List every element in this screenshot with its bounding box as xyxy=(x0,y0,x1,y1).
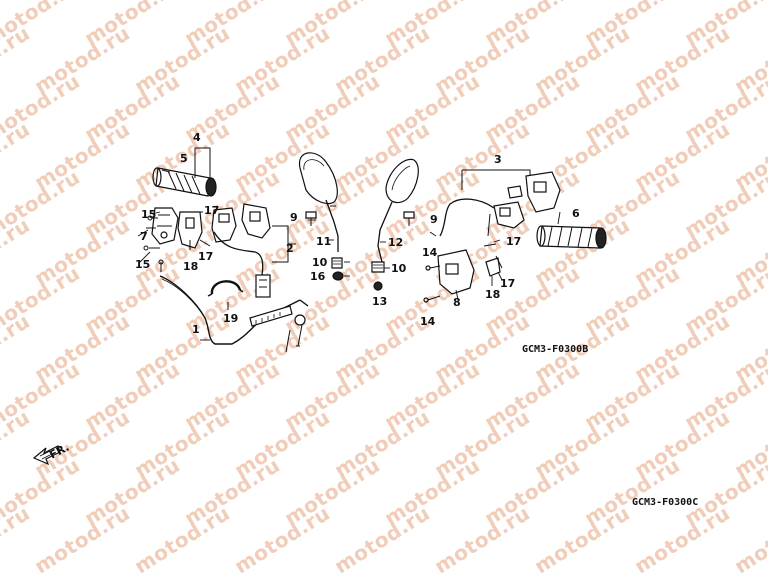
left-switch-assembly xyxy=(177,203,271,249)
callout-18: 18 xyxy=(183,260,198,273)
callout-6: 6 xyxy=(572,207,580,220)
callout-17: 17 xyxy=(198,250,213,263)
left-grip xyxy=(152,167,217,197)
callout-10: 10 xyxy=(312,256,328,269)
callout-9: 9 xyxy=(290,211,298,224)
callout-16: 16 xyxy=(310,270,326,283)
right-mirror xyxy=(377,158,419,263)
callout-10: 10 xyxy=(391,262,407,275)
callout-17: 17 xyxy=(506,235,521,248)
callout-9: 9 xyxy=(430,213,438,226)
callout-15: 15 xyxy=(141,208,156,221)
left-switch-housing-lower xyxy=(151,207,179,245)
right-switch-lower xyxy=(437,249,475,295)
callout-14: 14 xyxy=(420,315,436,328)
left-screws xyxy=(143,215,164,272)
diagram-code-2: GCM3-F0300C xyxy=(632,497,698,508)
callout-19: 19 xyxy=(223,312,238,325)
front-label: FR. xyxy=(47,441,71,462)
callout-15: 15 xyxy=(135,258,150,271)
callout-17: 17 xyxy=(500,277,515,290)
right-grip xyxy=(536,225,607,249)
callout-13: 13 xyxy=(372,295,387,308)
callout-7: 7 xyxy=(140,230,148,243)
right-switch-housing xyxy=(493,171,561,229)
callout-17: 17 xyxy=(204,204,219,217)
callout-12: 12 xyxy=(388,236,403,249)
callout-5: 5 xyxy=(180,152,188,165)
callout-2: 2 xyxy=(286,242,294,255)
callout-3: 3 xyxy=(494,153,502,166)
callout-1: 1 xyxy=(192,323,200,336)
callout-4: 4 xyxy=(193,131,201,144)
front-arrow xyxy=(32,445,61,466)
callout-11: 11 xyxy=(316,235,331,248)
callout-8: 8 xyxy=(453,296,461,309)
diagram-code-1: GCM3-F0300B xyxy=(522,344,588,355)
callout-14: 14 xyxy=(422,246,438,259)
left-mirror xyxy=(298,152,339,252)
callout-18: 18 xyxy=(485,288,500,301)
